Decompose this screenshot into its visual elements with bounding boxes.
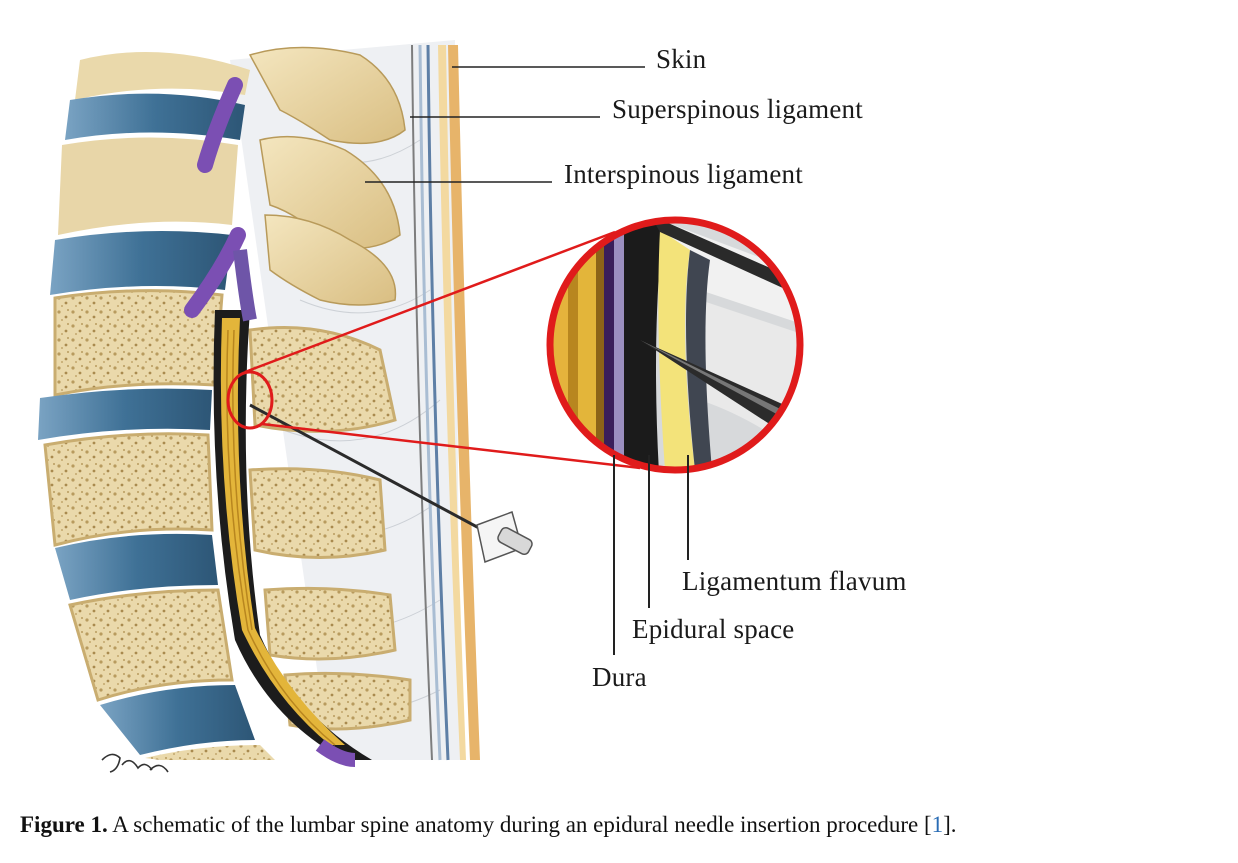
figure-number: Figure 1. (20, 812, 108, 837)
nerve-root-upper (197, 77, 243, 173)
lamina-blocks (248, 326, 412, 731)
epidural-needle (249, 403, 533, 564)
label-dura: Dura (592, 662, 647, 692)
citation-link[interactable]: 1 (931, 812, 944, 837)
skin-layer (448, 45, 480, 760)
label-interspinous-ligament: Interspinous ligament (564, 159, 803, 189)
artist-signature (101, 753, 169, 773)
figure-caption: Figure 1. A schematic of the lumbar spin… (20, 812, 1230, 838)
zoom-inset (550, 220, 800, 470)
posterior-elements (248, 46, 406, 306)
callout-small-circle (226, 370, 274, 430)
lumbar-spine-diagram (38, 40, 804, 773)
label-epidural-space: Epidural space (632, 614, 795, 644)
vertebral-bodies (38, 52, 275, 760)
label-skin: Skin (656, 44, 707, 74)
nerve-root-lower (184, 227, 246, 318)
label-superspinous-ligament: Superspinous ligament (612, 94, 863, 124)
label-ligamentum-flavum: Ligamentum flavum (682, 566, 907, 596)
caption-text: A schematic of the lumbar spine anatomy … (107, 812, 932, 837)
zoom-circle-border (546, 216, 804, 474)
caption-end: ]. (943, 812, 957, 837)
